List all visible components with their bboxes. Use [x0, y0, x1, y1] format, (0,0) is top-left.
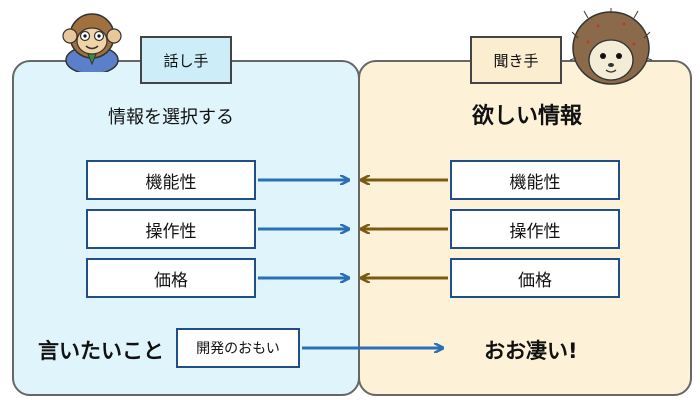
development-thoughts-box: 開発のおもい	[176, 328, 300, 368]
speaker-item-usability: 操作性	[86, 209, 256, 249]
listener-bottom-text: おお凄い!	[484, 339, 578, 363]
listener-item-price: 価格	[450, 258, 620, 298]
listener-item-functionality: 機能性	[450, 160, 620, 200]
listener-item-usability: 操作性	[450, 209, 620, 249]
monkey-character-icon	[62, 13, 122, 72]
hedgehog-character-icon	[569, 8, 653, 85]
listener-tab: 聞き手	[470, 36, 562, 84]
speaker-bottom-text: 言いたいこと	[38, 339, 164, 363]
speaker-tab: 話し手	[140, 36, 232, 84]
listener-heading: 欲しい情報	[472, 104, 583, 129]
speaker-item-price: 価格	[86, 258, 256, 298]
speaker-item-functionality: 機能性	[86, 160, 256, 200]
speaker-heading: 情報を選択する	[108, 107, 234, 128]
